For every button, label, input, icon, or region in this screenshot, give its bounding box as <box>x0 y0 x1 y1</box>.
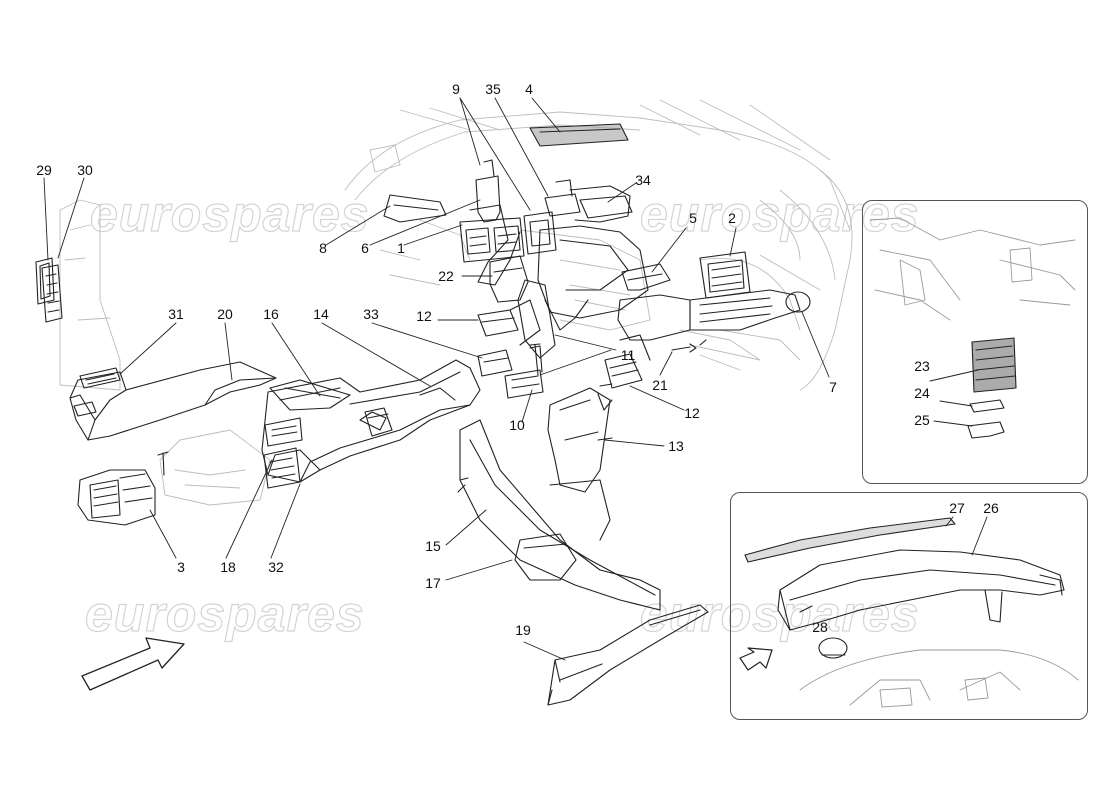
callout-19: 19 <box>515 622 531 638</box>
callout-31: 31 <box>168 306 184 322</box>
floor-duct-connector-17 <box>514 533 577 581</box>
central-distribution-duct-14 <box>261 359 481 483</box>
callout-18: 18 <box>220 559 236 575</box>
callout-12-upper: 12 <box>416 308 432 324</box>
center-vent-housing-9 <box>523 211 557 255</box>
duct-outlet-12-upper <box>477 299 541 346</box>
callout-24: 24 <box>914 385 930 401</box>
callout-33: 33 <box>363 306 379 322</box>
duct-11 <box>517 279 589 359</box>
callout-15: 15 <box>425 538 441 554</box>
callout-8: 8 <box>319 240 327 256</box>
inset-pollen-filter <box>862 200 1088 484</box>
pollen-filter-23 <box>971 337 1017 393</box>
view-direction-arrow-small <box>739 647 773 671</box>
callout-4: 4 <box>525 81 533 97</box>
callout-32: 32 <box>268 559 284 575</box>
callout-30: 30 <box>77 162 93 178</box>
callout-23: 23 <box>914 358 930 374</box>
floor-duct-15 <box>457 419 661 611</box>
callout-35: 35 <box>485 81 501 97</box>
callout-34: 34 <box>635 172 651 188</box>
feed-duct-22 <box>489 255 529 303</box>
vent-bracket-35 <box>544 179 581 217</box>
dashboard-duct-26 <box>777 549 1065 631</box>
duct-5 <box>621 263 671 291</box>
duct-outlet-12-lower <box>604 334 651 389</box>
dash-center-vent-1 <box>459 217 525 263</box>
right-side-duct-7 <box>617 289 811 341</box>
callout-11: 11 <box>620 347 636 363</box>
duct-outlet-33 <box>477 349 513 377</box>
left-dash-duct-8 <box>383 194 447 223</box>
rear-floor-duct-19 <box>547 604 709 706</box>
callout-6: 6 <box>361 240 369 256</box>
view-direction-arrow-large <box>81 637 185 691</box>
callout-16: 16 <box>263 306 279 322</box>
filter-clip-25 <box>967 421 1005 439</box>
callout-12-lower: 12 <box>684 405 700 421</box>
callout-2: 2 <box>728 210 736 226</box>
callout-25: 25 <box>914 412 930 428</box>
callout-7: 7 <box>829 379 837 395</box>
callout-17: 17 <box>425 575 441 591</box>
inset-dashboard-ducts <box>730 492 1088 720</box>
callout-5: 5 <box>689 210 697 226</box>
callout-28: 28 <box>812 619 828 635</box>
callout-21: 21 <box>652 377 668 393</box>
vent-10 <box>504 345 544 399</box>
filter-cover-4 <box>529 123 629 147</box>
inset-dashboard-outline <box>799 649 1079 708</box>
callout-10: 10 <box>509 417 525 433</box>
vent-28 <box>818 637 848 659</box>
duct-junction-16 <box>269 379 351 411</box>
inset-hvac-detail <box>869 217 1076 321</box>
dashboard-background <box>59 99 853 506</box>
screw-21 <box>671 339 707 353</box>
callout-29: 29 <box>36 162 52 178</box>
dash-side-vent-3 <box>77 469 156 526</box>
callout-13: 13 <box>668 438 684 454</box>
side-vent-frame-29 <box>41 264 63 323</box>
duct-outlet-32 <box>263 447 301 489</box>
vent-grille-18 <box>264 417 303 447</box>
left-floor-duct-20 <box>69 361 277 441</box>
callout-20: 20 <box>217 306 233 322</box>
vent-grille-31 <box>79 367 121 389</box>
rear-duct-13 <box>547 387 613 493</box>
filter-seal-24 <box>969 399 1005 413</box>
callout-9: 9 <box>452 81 460 97</box>
side-vent-seal-30 <box>35 257 55 305</box>
upper-duct-6 <box>469 159 521 286</box>
callout-1: 1 <box>397 240 405 256</box>
callout-14: 14 <box>313 306 329 322</box>
vent-screw <box>157 451 169 476</box>
callout-3: 3 <box>177 559 185 575</box>
leader-lines <box>43 97 988 661</box>
callout-26: 26 <box>983 500 999 516</box>
callout-22: 22 <box>438 268 454 284</box>
dashboard-seal-27 <box>744 517 956 563</box>
duct-18-connector <box>364 407 393 437</box>
duct-34 <box>579 195 633 219</box>
callout-27: 27 <box>949 500 965 516</box>
